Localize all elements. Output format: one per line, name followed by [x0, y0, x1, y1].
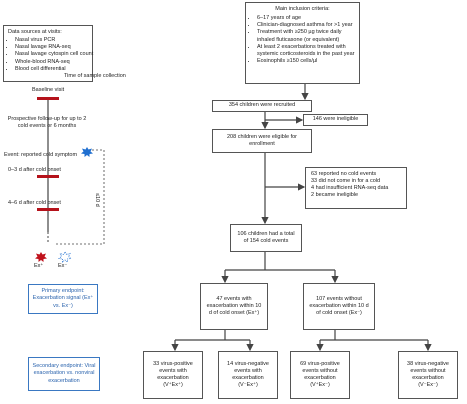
v-pos-ex-neg-box: 69 virus-positive events without exacerb… [290, 351, 350, 399]
primary-endpoint-text: Primary endpoint: Exacerbation signal (E… [32, 288, 94, 309]
followup-label: Prospective follow-up for up to 2 cold e… [7, 116, 87, 130]
virus-blue-icon [80, 145, 94, 157]
list-item: At least 2 exacerbations treated with sy… [257, 44, 355, 58]
event-label: Event: reported cold symptom [4, 152, 78, 158]
virus-outline-icon [58, 250, 72, 263]
virus-red-icon [34, 250, 48, 262]
day0-3-label: 0–3 d after cold onset [8, 167, 61, 173]
v-pos-ex-pos-text: 33 virus-positive events with exacerbati… [153, 360, 193, 389]
without-exacerbation-box: 107 events without exacerbation within 1… [303, 283, 375, 330]
data-sources-list: Nasal virus PCR Nasal lavage RNA-seq Nas… [8, 37, 93, 73]
eligible-box: 208 children were eligible for enrollmen… [212, 129, 312, 153]
list-item: Eosinophils ≥150 cells/µl [257, 58, 355, 65]
with-exacerbation-text: 47 events with exacerbation within 10 d … [206, 295, 262, 317]
recruited-box: 354 children were recruited [212, 100, 312, 112]
inclusion-list: 6–17 years of age Clinician-diagnosed as… [250, 15, 355, 65]
ex-neg-label: Ex⁻ [58, 263, 68, 269]
excluded-box: 63 reported no cold events 33 did not co… [305, 167, 407, 209]
eligible-text: 208 children were eligible for enrollmen… [226, 133, 297, 147]
list-item: Clinician-diagnosed asthma for >1 year [257, 22, 355, 29]
total-events-box: 106 children had a total of 154 cold eve… [230, 224, 302, 252]
list-item: 6–17 years of age [257, 15, 355, 22]
ineligible-box: 146 were ineligible [303, 114, 368, 126]
v-pos-ex-pos-box: 33 virus-positive events with exacerbati… [143, 351, 203, 399]
secondary-endpoint-text: Secondary endpoint: Viral exacerbation v… [32, 363, 96, 384]
inclusion-title: Main inclusion criteria: [275, 6, 330, 12]
data-sources-box: Data sources at visits: Nasal virus PCR … [3, 25, 93, 82]
v-neg-ex-pos-text: 14 virus-negative events with exacerbati… [227, 360, 269, 389]
interval-label: ≤10 d [94, 193, 100, 207]
v-neg-ex-neg-box: 38 virus-negative events without exacerb… [398, 351, 458, 399]
excluded-item: 2 became ineligible [311, 192, 359, 199]
timeline-axis [37, 75, 105, 245]
day4-6-label: 4–6 d after cold onset [8, 200, 61, 206]
list-item: Blood cell differential [15, 66, 88, 73]
without-exacerbation-text: 107 events without exacerbation within 1… [309, 295, 369, 317]
list-item: Nasal virus PCR [15, 37, 88, 44]
primary-endpoint-box: Primary endpoint: Exacerbation signal (E… [28, 284, 98, 314]
excluded-item: 33 did not come in for a cold [311, 178, 381, 185]
v-pos-ex-neg-text: 69 virus-positive events without exacerb… [300, 360, 340, 389]
v-neg-ex-neg-text: 38 virus-negative events without exacerb… [407, 360, 449, 389]
v-neg-ex-pos-box: 14 virus-negative events with exacerbati… [218, 351, 278, 399]
excluded-item: 63 reported no cold events [311, 171, 377, 177]
excluded-item: 4 had insufficient RNA-seq data [311, 185, 389, 192]
with-exacerbation-box: 47 events with exacerbation within 10 d … [200, 283, 268, 330]
list-item: Nasal lavage RNA-seq [15, 44, 88, 51]
ineligible-text: 146 were ineligible [312, 116, 359, 123]
total-events-text: 106 children had a total of 154 cold eve… [237, 230, 295, 244]
recruited-text: 354 children were recruited [228, 102, 296, 109]
data-sources-title: Data sources at visits: [8, 29, 62, 35]
ex-pos-label: Ex⁺ [34, 263, 44, 269]
baseline-label: Baseline visit [32, 87, 65, 93]
list-item: Treatment with ≥250 µg twice daily inhal… [257, 29, 355, 43]
secondary-endpoint-box: Secondary endpoint: Viral exacerbation v… [28, 357, 100, 391]
inclusion-criteria-box: Main inclusion criteria: 6–17 years of a… [245, 2, 360, 84]
legend-sample-collection: Time of sample collection [64, 73, 126, 79]
list-item: Nasal lavage cytospin cell count [15, 51, 93, 58]
list-item: Whole-blood RNA-seq [15, 59, 88, 66]
